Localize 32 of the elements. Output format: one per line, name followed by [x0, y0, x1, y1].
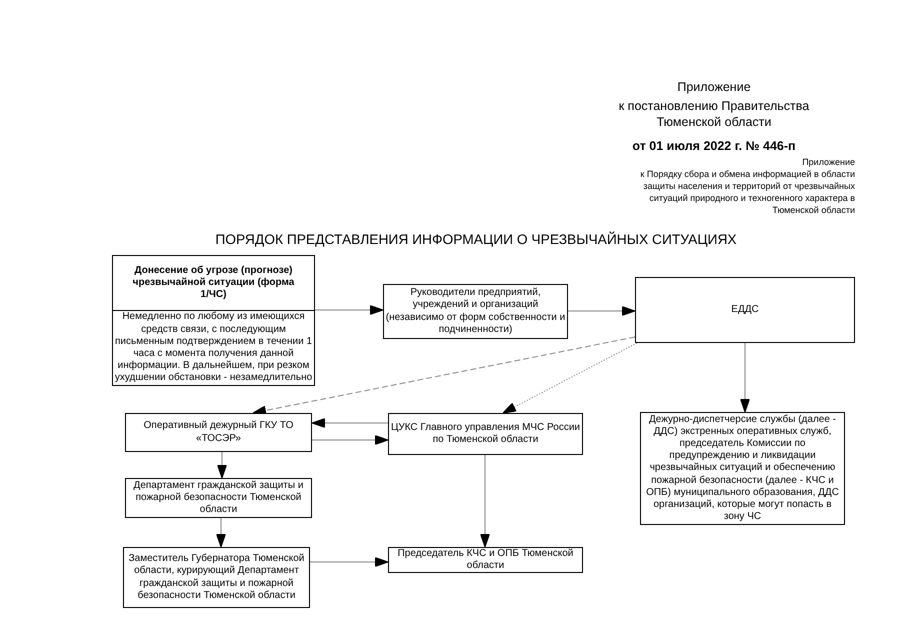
appendix-note: к Порядку сбора и обмена информацией в области защиты населения и территорий от чрезвычайных ситуаций природного и техногенного характера в Тюменской области — [639, 168, 855, 216]
arrow — [314, 305, 384, 315]
process-box — [123, 547, 310, 608]
appendix-heading: Приложение — [676, 79, 752, 95]
node-label: ЦУКС Главного управления МЧС России по Тюменской области — [390, 422, 582, 446]
arrow — [217, 452, 227, 478]
node-label: ЕДДС — [730, 304, 760, 316]
arrow — [216, 518, 226, 548]
arrow — [312, 418, 388, 428]
process-box — [125, 413, 312, 452]
arrow — [252, 336, 636, 416]
diagram-title: ПОРЯДОК ПРЕДСТАВЛЕНИЯ ИНФОРМАЦИИ О ЧРЕЗВЫЧАЙНЫХ СИТУАЦИЯХ — [214, 231, 738, 248]
arrow — [480, 454, 490, 548]
node-label: Заместитель Губернатора Тюменской области, курирующий Департамент гражданской защиты и пожарной безопасности Тюменской области — [128, 553, 306, 602]
decree-reference: к постановлению Правительства Тюменской области — [618, 98, 810, 130]
report-heading: Донесение об угрозе (прогнозе) чрезвычайной ситуации (форма 1/ЧС) — [132, 264, 296, 302]
node-label: Департамент гражданской защиты и пожарной безопасности Тюменской области — [132, 480, 304, 516]
arrow — [310, 557, 388, 567]
process-box — [388, 413, 583, 455]
process-box — [112, 255, 315, 386]
node-label: Оперативный дежурный ГКУ ТО «ТОСЭР» — [142, 420, 294, 445]
arrow — [312, 435, 388, 445]
node-label: Председатель КЧС и ОПБ Тюменской области — [396, 548, 574, 572]
appendix-heading: Приложение — [801, 156, 855, 168]
node-label: Дежурно-диспетчерсие службы (далее - ДДС) экстренных оперативных служб, председатель Комиссии по предупреждению и ликвидации чрезвычайных ситуаций и обеспечению пожарной безопасности (далее - КЧС и ОПБ) муниципального образования, ДДС организаций, которые могут попасть в зону ЧС — [645, 414, 840, 524]
arrow — [740, 342, 750, 412]
node-label: Руководители предприятий, учреждений и организаций (независимо от форм собственности и подчиненности) — [384, 287, 566, 336]
decree-date: от 01 июля 2022 г. № 446-п — [631, 138, 797, 154]
report-instructions: Немедленно по любому из имеющихся средств связи, с последующим письменным подтверждением в течении 1 часа с момента получения данной информации. В дальнейшем, при резком ухудшении обстановки - незамедлительно — [114, 311, 314, 385]
process-box — [635, 277, 855, 343]
arrow — [568, 306, 636, 316]
arrow — [502, 342, 638, 414]
